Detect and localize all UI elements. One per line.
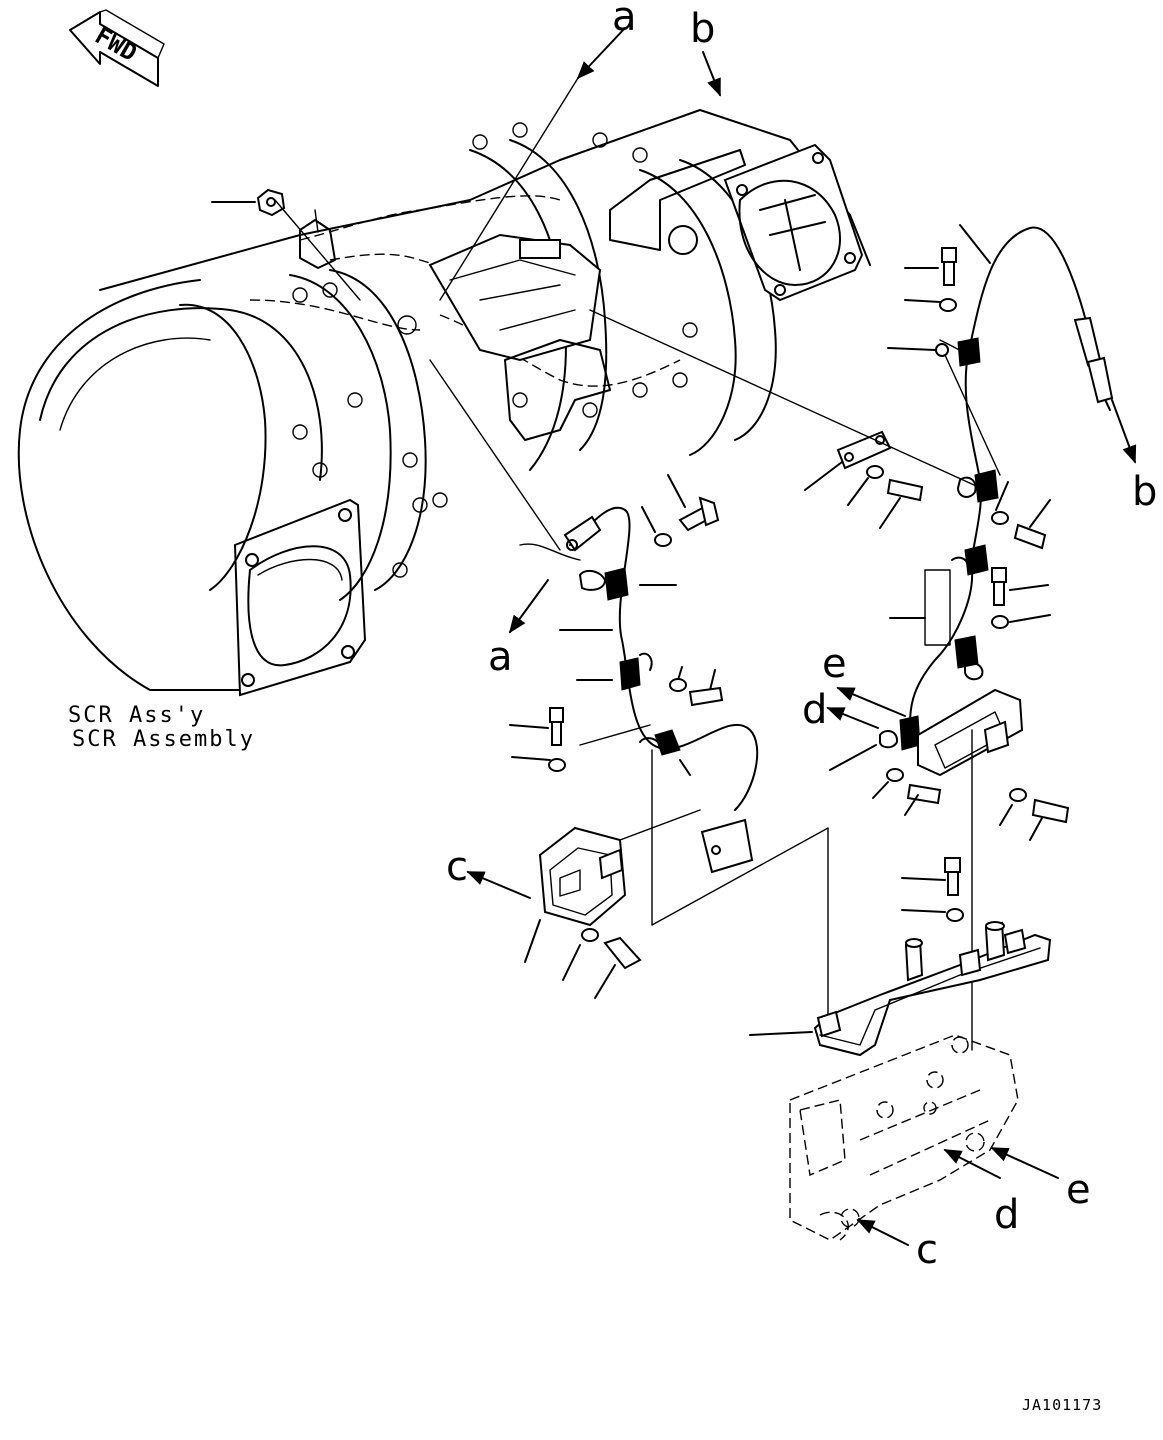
label-b-right: b: [1132, 469, 1157, 515]
leader-b-top: [702, 51, 721, 97]
left-harness-fasteners: [509, 474, 724, 776]
leader-a-lower: [508, 579, 549, 634]
right-harness-fasteners: [589, 224, 1070, 841]
label-e-right: e: [822, 641, 847, 687]
label-d-right: d: [802, 687, 827, 733]
left-control-module: [466, 809, 701, 999]
left-sensor-harness: [429, 359, 759, 874]
mounting-bracket: [749, 857, 1052, 1057]
drawing-code: JA101173: [1022, 1396, 1102, 1414]
label-c-left: c: [446, 844, 468, 890]
right-sensor-harness: [879, 226, 1137, 777]
routing-line-left: [651, 749, 829, 1036]
label-b-top: b: [690, 6, 715, 52]
label-c-block: c: [916, 1227, 938, 1273]
fwd-direction-arrow: FWD: [69, 9, 165, 87]
scr-assembly: [17, 109, 871, 697]
label-e-block: e: [1066, 1167, 1091, 1213]
caption-line2: SCR Assembly: [72, 727, 255, 752]
label-a-top: a: [612, 0, 637, 40]
nut-part: [211, 188, 361, 301]
caption-line1: SCR Ass'y: [68, 703, 205, 728]
mounting-block-dashed: [789, 1034, 1059, 1246]
label-d-block: d: [994, 1192, 1019, 1238]
label-a-lower: a: [488, 634, 513, 680]
leader-a-top: [439, 27, 626, 301]
